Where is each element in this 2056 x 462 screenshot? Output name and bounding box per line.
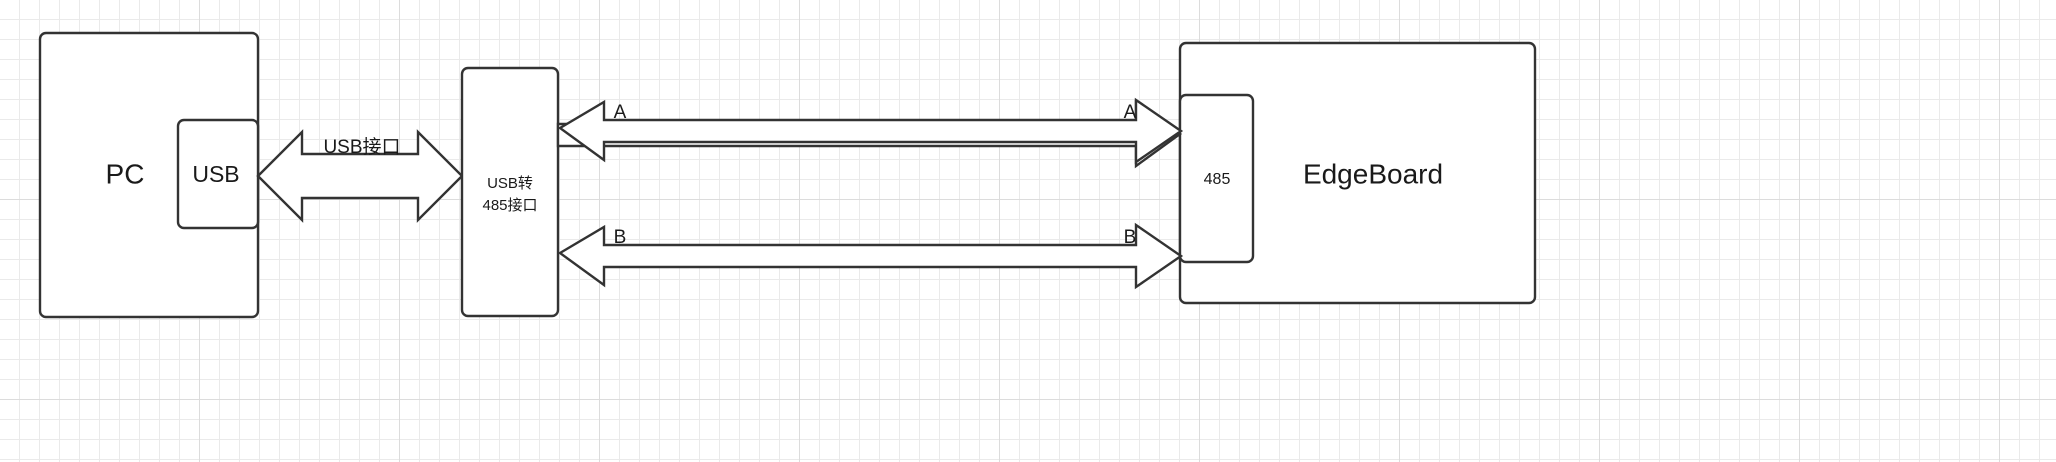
line-b-right-label: B (1124, 227, 1137, 248)
converter-label-line2: 485接口 (482, 197, 537, 214)
converter-label-line1: USB转 (487, 175, 533, 192)
usb-port-box[interactable] (176, 118, 260, 230)
line-a-upper-shaft[interactable] (557, 97, 1184, 165)
edgeboard-label: EdgeBoard (1303, 158, 1443, 189)
pc-label: PC (106, 158, 145, 189)
line-b-left-label: B (614, 227, 627, 248)
line-a-left-label: A (614, 102, 627, 123)
rs485-port-label: 485 (1204, 171, 1231, 188)
line-b-upper-shaft[interactable] (557, 222, 1184, 290)
converter-box[interactable] (460, 66, 560, 318)
rs485-port-box[interactable] (1178, 93, 1255, 264)
usb-link-label: USB接口 (323, 136, 400, 158)
line-a[interactable] (557, 97, 1184, 165)
line-a-right-label: A (1124, 102, 1137, 123)
line-b[interactable] (557, 222, 1184, 290)
usb-port-label: USB (192, 161, 239, 187)
